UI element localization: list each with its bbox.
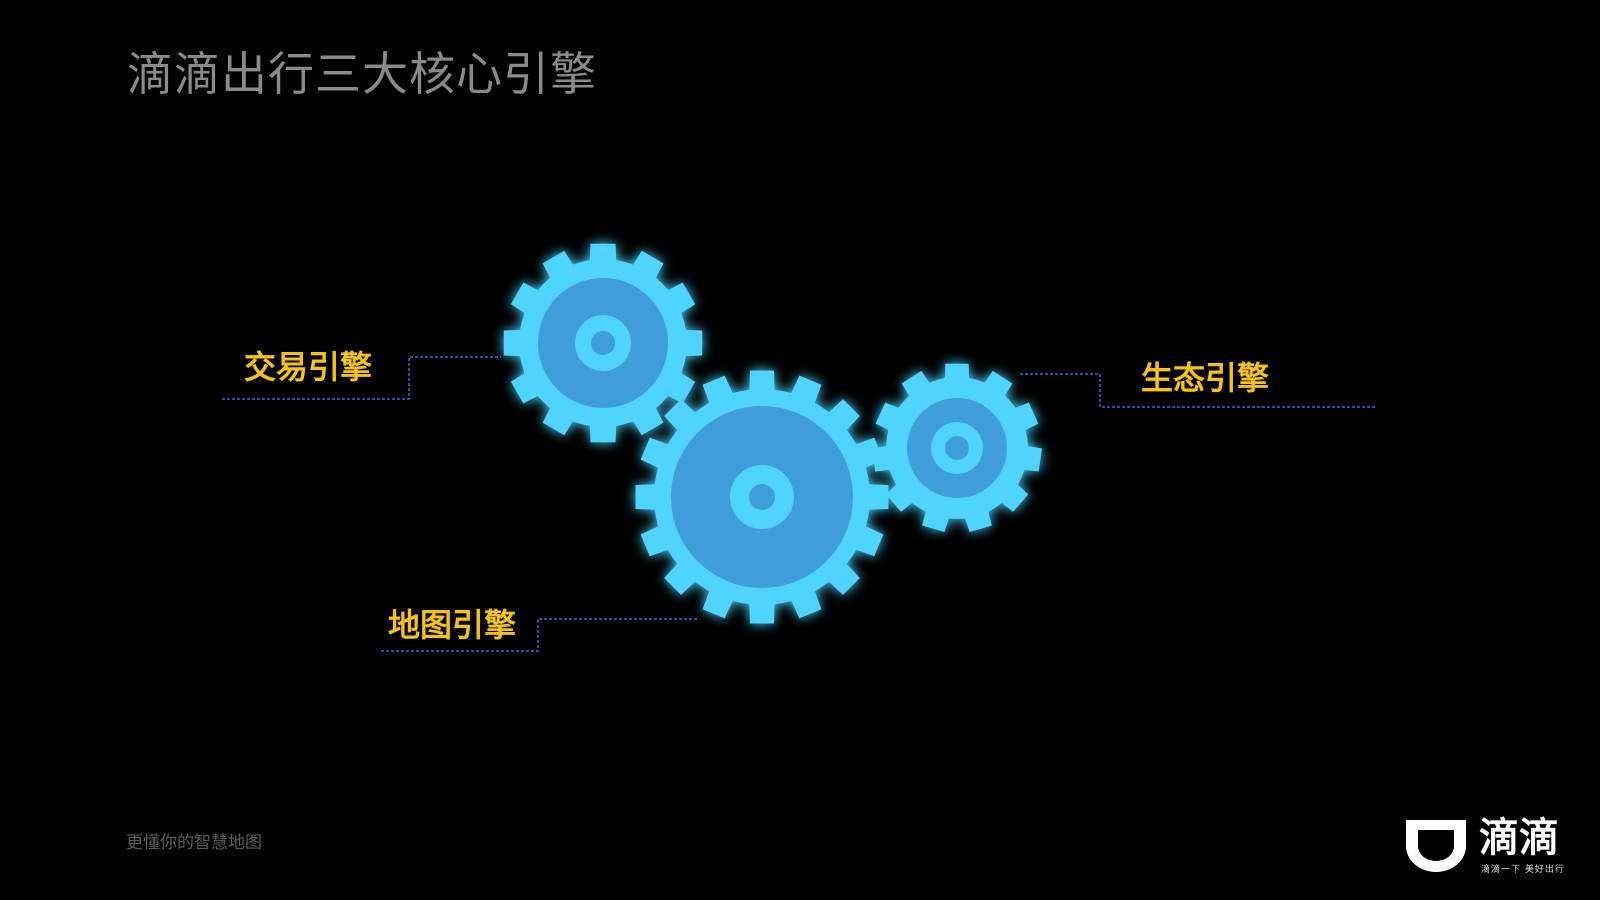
logo-slogan: 滴滴一下 美好出行: [1481, 865, 1565, 875]
logo-name: 滴滴: [1479, 815, 1559, 861]
gear-icon: [872, 363, 1042, 533]
ecosystem-engine-label: 生态引擎: [1141, 359, 1270, 397]
didi-logo: 滴滴 滴滴一下 美好出行: [1400, 816, 1570, 876]
trade-engine-label: 交易引擎: [244, 348, 373, 386]
map-engine-label: 地图引擎: [388, 606, 517, 644]
gear-hole: [749, 484, 775, 510]
gear-icon: [503, 243, 703, 443]
gear-hole: [591, 331, 615, 355]
tagline: 更懂你的智慧地图: [126, 833, 262, 853]
trade-connector-line: [222, 356, 501, 400]
gear-hole: [945, 436, 969, 460]
didi-logo-icon: [1406, 820, 1466, 872]
map-connector-line: [381, 618, 697, 652]
ecosystem-connector-line: [1020, 373, 1376, 408]
slide-title: 滴滴出行三大核心引擎: [127, 47, 597, 101]
gear-icon: [635, 370, 889, 624]
